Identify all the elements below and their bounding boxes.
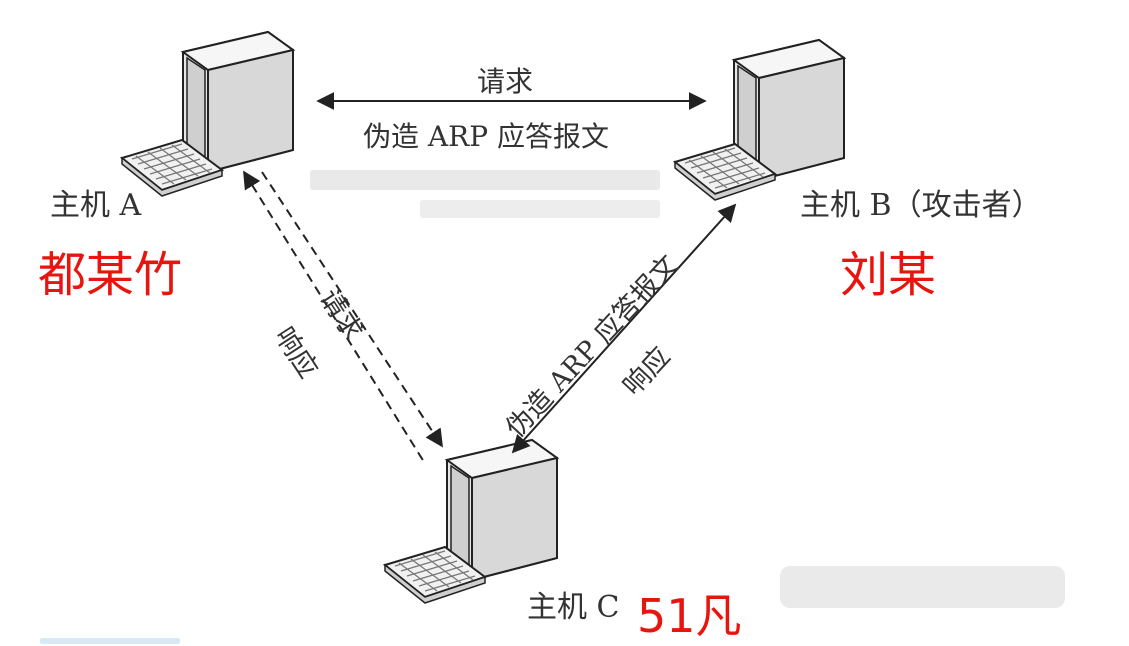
blurred-watermark <box>310 170 660 190</box>
host-a-label: 主机 A <box>50 188 142 223</box>
blurred-watermark <box>420 200 660 218</box>
computer-b-icon <box>674 39 845 201</box>
host-b-owner: 刘某 <box>840 247 937 303</box>
host-a-owner: 都某竹 <box>38 247 183 303</box>
host-c-label: 主机 C <box>527 590 620 625</box>
computer-a-icon <box>121 31 294 197</box>
edge-a-c-response-arrow <box>243 170 425 463</box>
host-c-owner: 51凡 <box>637 589 742 643</box>
edge-a-c-request-arrow <box>261 171 443 448</box>
edge-a-b-forged-label: 伪造 ARP 应答报文 <box>363 120 609 153</box>
edge-b-c-arrow <box>511 203 737 454</box>
edge-a-b-request-label: 请求 <box>477 65 534 98</box>
computer-c-icon <box>384 439 558 604</box>
blurred-watermark <box>40 638 180 644</box>
host-b-label: 主机 B（攻击者） <box>800 188 1042 223</box>
blurred-watermark <box>780 566 1065 608</box>
